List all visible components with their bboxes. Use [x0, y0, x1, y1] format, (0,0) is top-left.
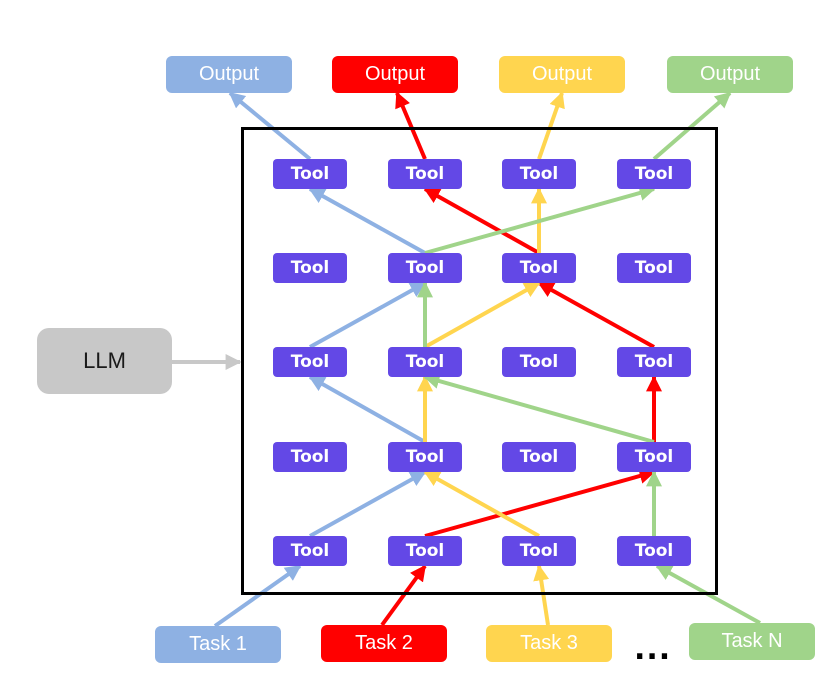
tool-node-r4-c3: Tool	[502, 442, 576, 472]
tool-label: Tool	[290, 541, 330, 561]
tool-label: Tool	[519, 352, 559, 372]
task-2-path-edge-3	[537, 281, 655, 349]
task-node-2: Task 2	[321, 625, 447, 662]
tool-node-r5-c2: Tool	[388, 536, 462, 566]
tool-node-r1-c3: Tool	[502, 159, 576, 189]
tool-label: Tool	[290, 164, 330, 184]
task-1-path-edge-out	[228, 91, 312, 161]
task-node-4: Task N	[689, 623, 815, 660]
task-1-path-edge-0	[213, 564, 302, 628]
output-node-2: Output	[332, 56, 458, 93]
task-2-path-edge-4	[423, 187, 540, 255]
task-1-path-edge-3	[309, 281, 427, 349]
task-label: Task 3	[520, 632, 578, 654]
tool-label: Tool	[634, 258, 674, 278]
tool-label: Tool	[405, 447, 445, 467]
task-label: Task 1	[189, 633, 247, 655]
tool-label: Tool	[290, 258, 330, 278]
task-2-path-edge-out	[395, 91, 427, 160]
tool-label: Tool	[634, 541, 674, 561]
task-n-path-edge-out	[652, 91, 732, 161]
tool-node-r3-c3: Tool	[502, 347, 576, 377]
ellipsis: ...	[634, 632, 672, 667]
task-node-1: Task 1	[155, 626, 281, 663]
task-2-path-edge-0	[380, 564, 427, 627]
tool-label: Tool	[634, 164, 674, 184]
tool-label: Tool	[634, 352, 674, 372]
tool-label: Tool	[290, 447, 330, 467]
tool-node-r3-c1: Tool	[273, 347, 347, 377]
tool-node-r5-c3: Tool	[502, 536, 576, 566]
task-3-path-edge-1	[423, 470, 540, 538]
tool-label: Tool	[519, 447, 559, 467]
tool-node-r3-c4: Tool	[617, 347, 691, 377]
tool-node-r1-c1: Tool	[273, 159, 347, 189]
tool-node-r2-c2: Tool	[388, 253, 462, 283]
output-label: Output	[531, 63, 593, 85]
llm-label: LLM	[83, 348, 126, 373]
task-3-path-edge-out	[537, 91, 565, 160]
tool-label: Tool	[519, 258, 559, 278]
task-1-path-edge-1	[309, 470, 427, 538]
tool-label: Tool	[519, 541, 559, 561]
task-n-path-edge-2	[423, 373, 655, 444]
task-label: Task 2	[355, 632, 413, 654]
output-label: Output	[699, 63, 761, 85]
tool-node-r2-c3: Tool	[502, 253, 576, 283]
tool-node-r4-c2: Tool	[388, 442, 462, 472]
output-label: Output	[364, 63, 426, 85]
llm-node: LLM	[37, 328, 172, 394]
tool-label: Tool	[405, 258, 445, 278]
tool-label: Tool	[290, 352, 330, 372]
tool-label: Tool	[405, 541, 445, 561]
task-3-path-edge-0	[533, 564, 550, 626]
task-1-path-edge-2	[308, 375, 426, 444]
tool-node-r4-c1: Tool	[273, 442, 347, 472]
tool-node-r4-c4: Tool	[617, 442, 691, 472]
output-node-3: Output	[499, 56, 625, 93]
tool-label: Tool	[634, 447, 674, 467]
tool-label: Tool	[405, 164, 445, 184]
output-node-4: Output	[667, 56, 793, 93]
tool-node-r5-c4: Tool	[617, 536, 691, 566]
output-node-1: Output	[166, 56, 292, 93]
output-label: Output	[198, 63, 260, 85]
task-n-path-edge-4	[424, 185, 656, 255]
tool-label: Tool	[405, 352, 445, 372]
tool-node-r2-c4: Tool	[617, 253, 691, 283]
task-1-path-edge-4	[308, 187, 426, 255]
tool-node-r1-c2: Tool	[388, 159, 462, 189]
tool-node-r2-c1: Tool	[273, 253, 347, 283]
tool-pool-frame	[241, 127, 718, 595]
task-3-path-edge-3	[424, 281, 541, 349]
tool-node-r5-c1: Tool	[273, 536, 347, 566]
task-label: Task N	[721, 630, 783, 652]
task-2-path-edge-1	[424, 468, 656, 538]
tool-label: Tool	[519, 164, 559, 184]
task-node-3: Task 3	[486, 625, 612, 662]
tool-node-r3-c2: Tool	[388, 347, 462, 377]
tool-node-r1-c4: Tool	[617, 159, 691, 189]
